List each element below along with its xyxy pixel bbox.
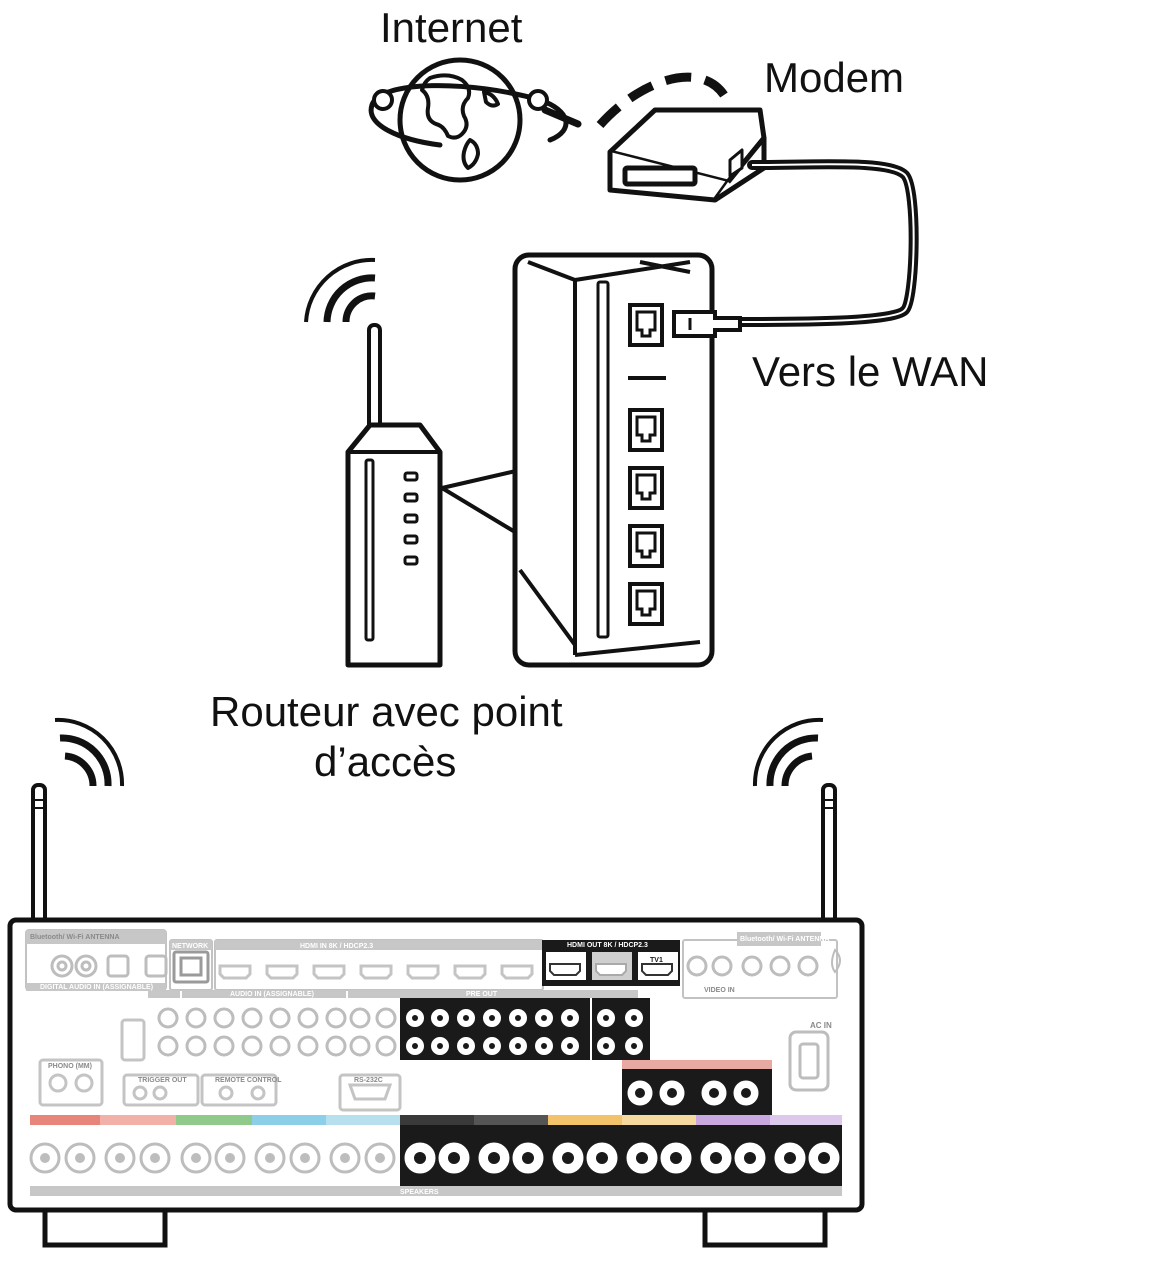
lan-ports xyxy=(628,408,664,626)
ac-in-socket-icon xyxy=(788,1030,830,1092)
network-label: NETWORK xyxy=(172,943,208,950)
wan-label: Vers le WAN xyxy=(752,348,989,395)
bt-antenna-right-label: Bluetooth/ Wi-Fi ANTENNA xyxy=(740,936,830,943)
speaker-color-strip xyxy=(30,1115,842,1125)
digital-audio-jacks xyxy=(50,954,168,978)
speakers-label: SPEAKERS xyxy=(400,1189,439,1196)
remote-control-label: REMOTE CONTROL xyxy=(215,1077,282,1084)
lan-port-icon xyxy=(628,582,664,626)
av-receiver: Bluetooth/ Wi-Fi ANTENNA Bluetooth/ Wi-F… xyxy=(7,717,865,1248)
receiver-wifi-waves-right-icon xyxy=(752,717,824,787)
internet-label: Internet xyxy=(380,4,523,51)
ac-in-label: AC IN xyxy=(810,1021,832,1030)
bt-antenna-left-label: Bluetooth/ Wi-Fi ANTENNA xyxy=(30,934,120,941)
router-label-line1: Routeur avec point xyxy=(210,688,563,735)
rs232c-label: RS-232C xyxy=(354,1077,383,1084)
audio-in-jacks xyxy=(157,1007,397,1057)
lan-port-icon xyxy=(628,524,664,568)
router-icon xyxy=(345,323,443,668)
modem-icon xyxy=(607,107,767,203)
speaker-terminals-dark xyxy=(400,1125,842,1186)
internet-dashed-link xyxy=(596,72,728,128)
modem-label: Modem xyxy=(764,54,905,101)
receiver-network-port-icon xyxy=(172,950,210,984)
height-speaker-block xyxy=(622,1060,772,1115)
rear-panel-mid-left xyxy=(38,1018,402,1112)
internet-globe-icon xyxy=(368,57,582,183)
audio-in-label: AUDIO IN (ASSIGNABLE) xyxy=(230,991,314,998)
antenna-right-icon xyxy=(821,783,837,937)
wan-cable xyxy=(735,159,919,327)
hdmi-out-tv1: TV1 xyxy=(650,957,663,964)
video-in-label: VIDEO IN xyxy=(704,987,735,994)
hdmi-in-ports xyxy=(218,964,534,980)
zoom-callout xyxy=(440,468,522,537)
hdmi-out-block xyxy=(542,940,680,986)
rj45-plug-icon xyxy=(672,310,742,338)
phono-label: PHONO (MM) xyxy=(48,1063,92,1070)
receiver-wifi-waves-left-icon xyxy=(54,717,125,787)
router-wifi-waves-icon xyxy=(304,257,376,323)
pre-out-block xyxy=(400,998,650,1060)
router-label-line2: d’accès xyxy=(314,738,457,785)
wan-port-icon xyxy=(628,303,664,347)
trigger-out-label: TRIGGER OUT xyxy=(138,1077,187,1084)
wifi-symbol-icon xyxy=(831,948,841,974)
pre-out-label: PRE OUT xyxy=(466,991,498,998)
hdmi-in-title: HDMI IN 8K / HDCP2.3 xyxy=(300,943,373,950)
digital-audio-label: DIGITAL AUDIO IN (ASSIGNABLE) xyxy=(40,984,153,991)
lan-port-icon xyxy=(628,408,664,452)
antenna-left-icon xyxy=(31,783,47,937)
lan-port-icon xyxy=(628,466,664,510)
video-in-jacks xyxy=(686,955,819,977)
hdmi-out-title: HDMI OUT 8K / HDCP2.3 xyxy=(567,942,648,949)
